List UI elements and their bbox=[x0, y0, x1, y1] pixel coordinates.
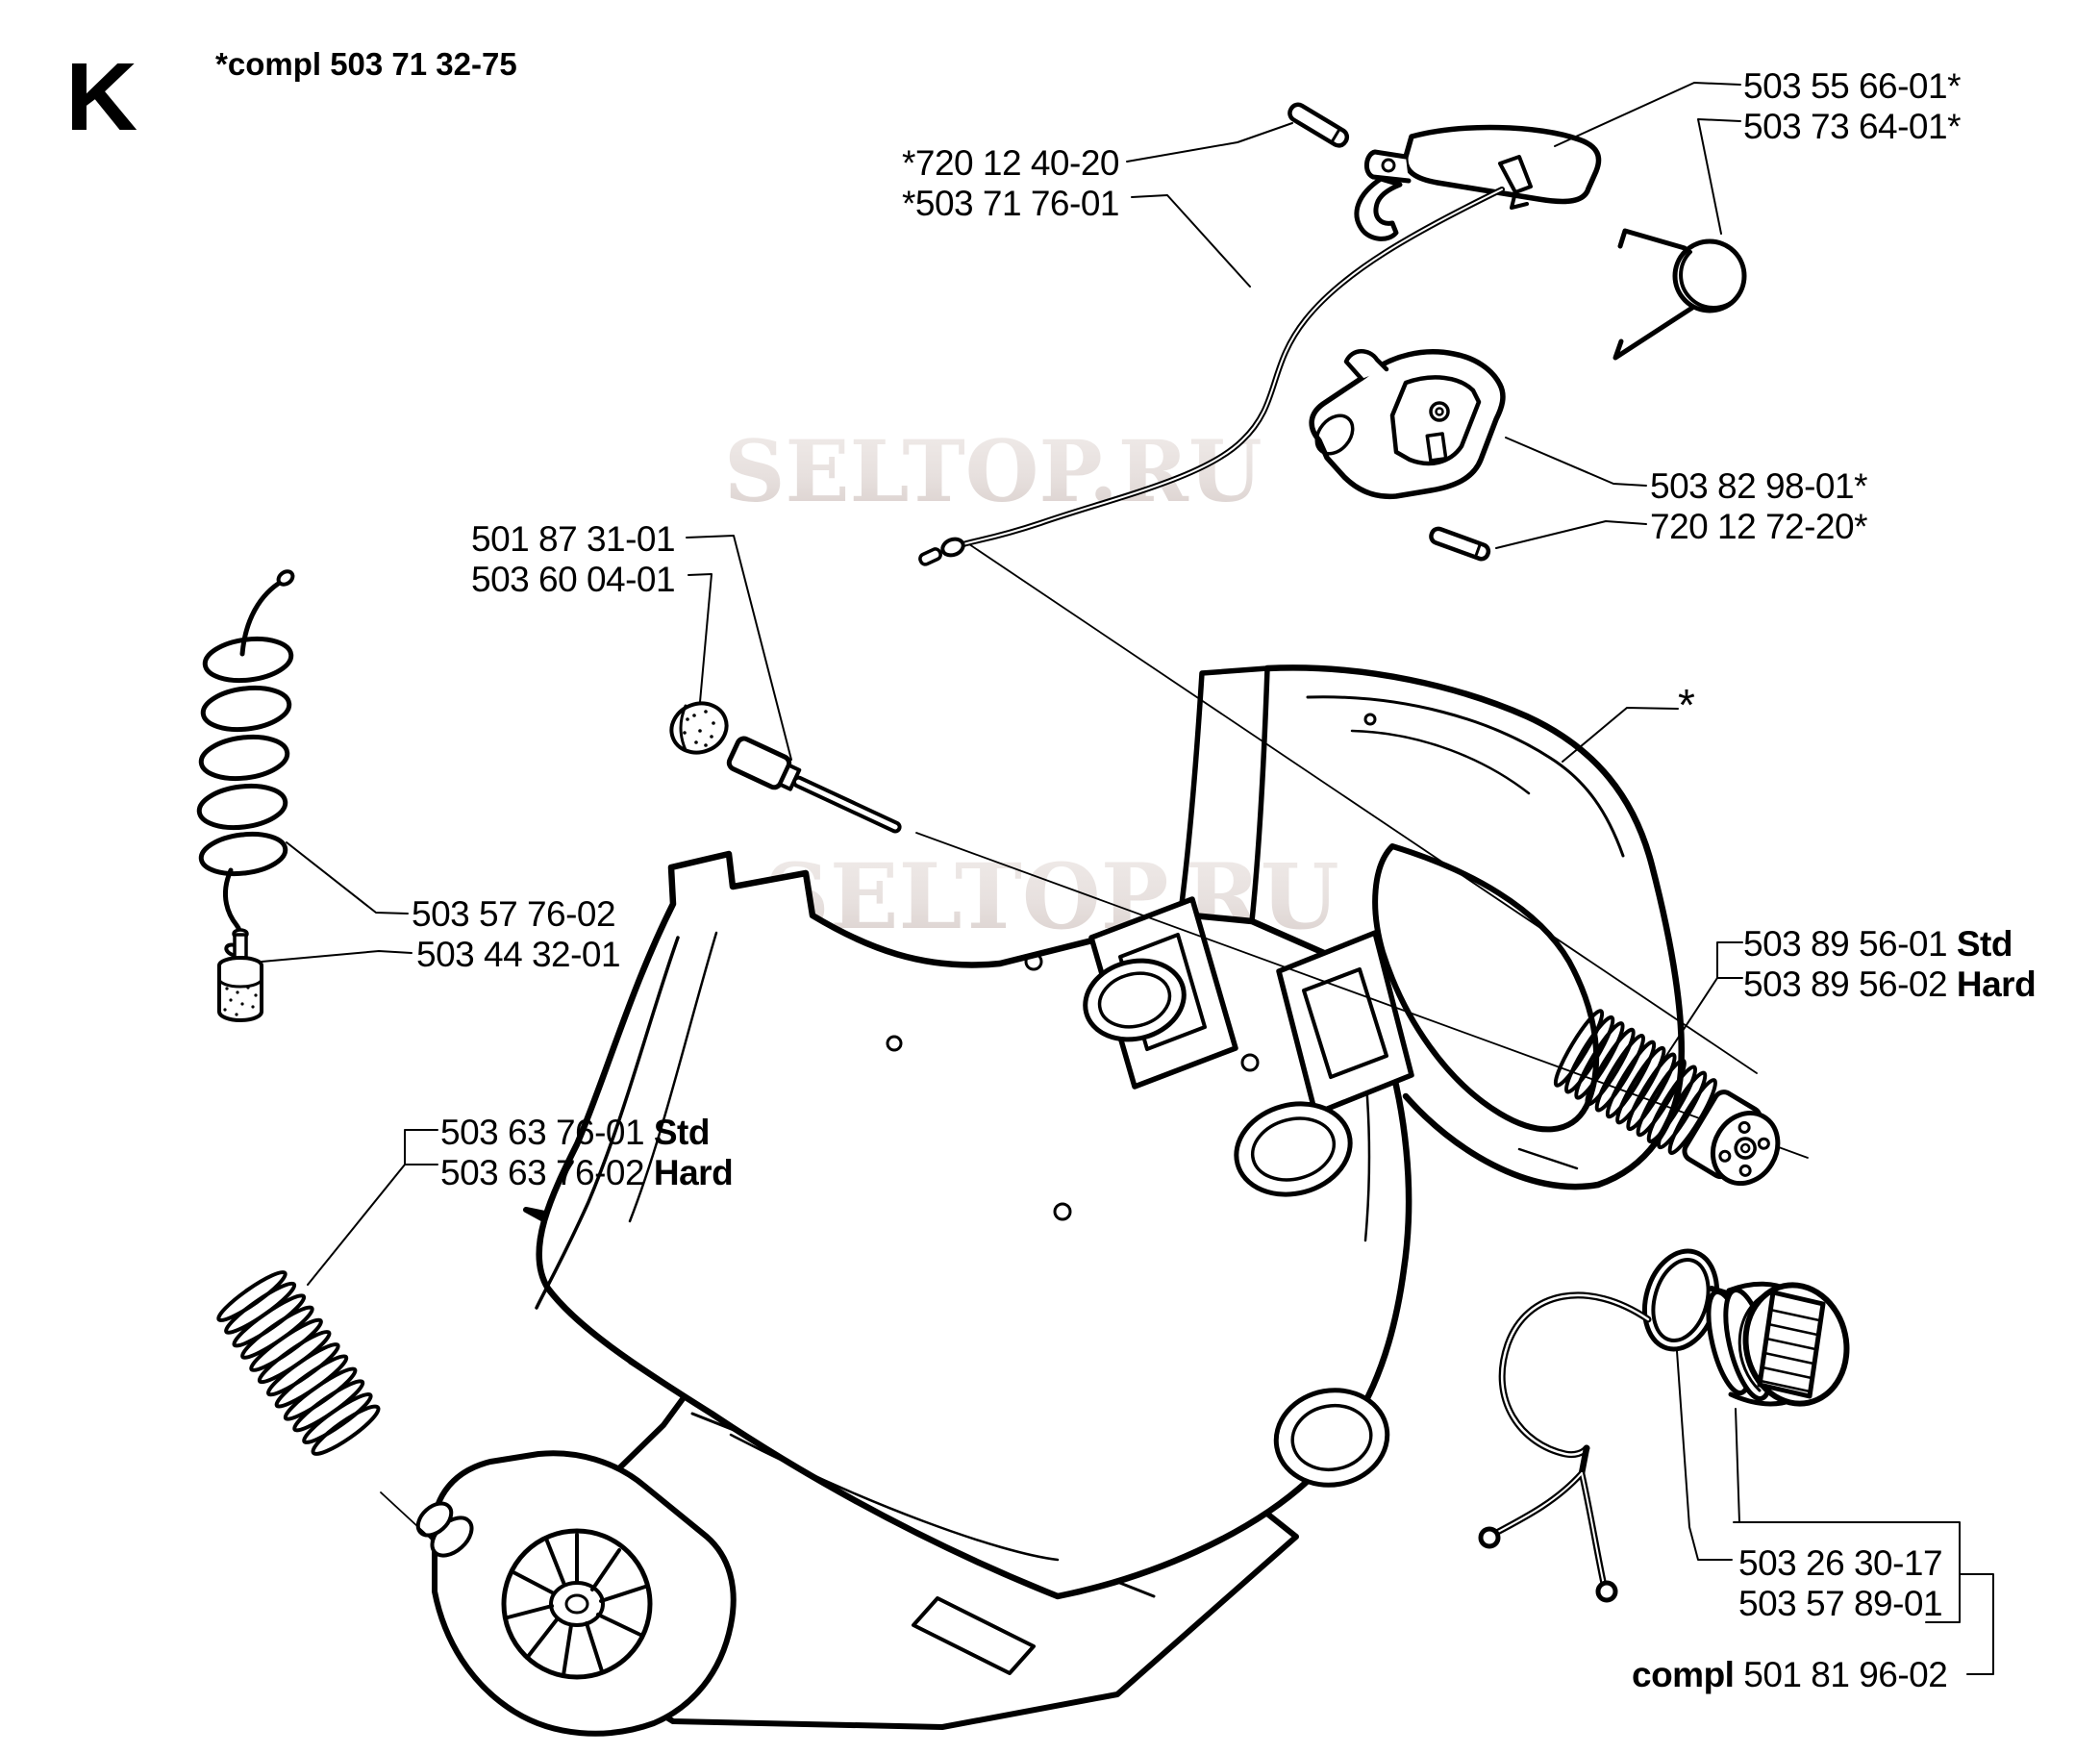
part-number: 501 81 96-02 bbox=[1743, 1655, 1948, 1694]
fuel-hose-drawing bbox=[196, 569, 295, 958]
callout-fuel-filter: 503 44 32-01 bbox=[416, 935, 621, 974]
upper-pin-drawing bbox=[1288, 102, 1350, 148]
part-number: 503 89 56-02 bbox=[1743, 965, 1948, 1004]
callout-front-damper-std: 503 63 76-01 Std bbox=[440, 1113, 711, 1153]
adjuster-screw-drawing bbox=[726, 736, 902, 834]
callout-fuel-hose: 503 57 76-02 bbox=[412, 894, 616, 934]
handle-post bbox=[1178, 665, 1270, 924]
compl-prefix: compl bbox=[1632, 1655, 1735, 1694]
callout-fuel-cap: 503 57 89-01 bbox=[1738, 1584, 1943, 1623]
variant-tag: Hard bbox=[653, 1153, 734, 1192]
callout-cap-retainer-ring: 503 26 30-17 bbox=[1738, 1543, 1943, 1583]
variant-tag: Std bbox=[1956, 924, 2013, 964]
callout-tank-assembly-mark: * bbox=[1678, 680, 1695, 730]
callout-throttle-cable: *503 71 76-01 bbox=[902, 184, 1119, 223]
assembly-complete-note: *compl 503 71 32-75 bbox=[215, 46, 517, 82]
tank-openings bbox=[886, 952, 1390, 1488]
lockout-pin-drawing bbox=[1429, 526, 1491, 562]
lockout-lever-drawing bbox=[1309, 349, 1506, 500]
trigger-spring-drawing bbox=[1612, 228, 1747, 361]
front-mount-boss-drawing bbox=[415, 1450, 737, 1737]
callout-front-damper-hard: 503 63 76-02 Hard bbox=[440, 1153, 734, 1193]
callout-lockout-lever: 503 82 98-01* bbox=[1650, 466, 1867, 506]
assembly-axis-lines bbox=[380, 543, 1809, 1540]
tank-crankcase-drawing bbox=[535, 664, 1686, 1600]
variant-tag: Std bbox=[653, 1113, 711, 1152]
part-number: 503 89 56-01 bbox=[1743, 924, 1948, 964]
part-number: 503 63 76-01 bbox=[440, 1113, 645, 1152]
section-letter: K bbox=[65, 43, 138, 151]
callout-trigger-spring: 503 73 64-01* bbox=[1743, 107, 1961, 146]
wheel-spokes bbox=[506, 1533, 647, 1677]
callout-upper-pin: *720 12 40-20 bbox=[902, 143, 1119, 183]
throttle-trigger-drawing bbox=[1354, 124, 1602, 241]
plug-drawing bbox=[669, 701, 729, 755]
fuel-filter-drawing bbox=[217, 928, 263, 1022]
callout-rear-damper-std: 503 89 56-01 Std bbox=[1743, 924, 2013, 965]
fuel-cap-drawing bbox=[1706, 1281, 1850, 1407]
rear-damper-spring-drawing bbox=[1553, 1009, 1781, 1187]
throttle-cable-drawing bbox=[918, 187, 1505, 566]
rear-handle bbox=[1263, 664, 1686, 1190]
variant-tag: Hard bbox=[1956, 965, 2037, 1004]
callout-rear-damper-hard: 503 89 56-02 Hard bbox=[1743, 965, 2037, 1005]
callout-plug: 503 60 04-01 bbox=[471, 560, 676, 599]
callout-throttle-trigger: 503 55 66-01* bbox=[1743, 66, 1961, 106]
part-number: 503 63 76-02 bbox=[440, 1153, 645, 1192]
callout-leader-lines bbox=[261, 82, 1994, 1675]
front-damper-spring-drawing bbox=[216, 1270, 381, 1456]
watermark: SELTOP.RU bbox=[724, 421, 1262, 521]
callout-fuel-cap-complete: compl 501 81 96-02 bbox=[1632, 1655, 1948, 1695]
callout-lockout-pin: 720 12 72-20* bbox=[1650, 507, 1867, 546]
callout-adjuster-screw: 501 87 31-01 bbox=[471, 519, 676, 559]
